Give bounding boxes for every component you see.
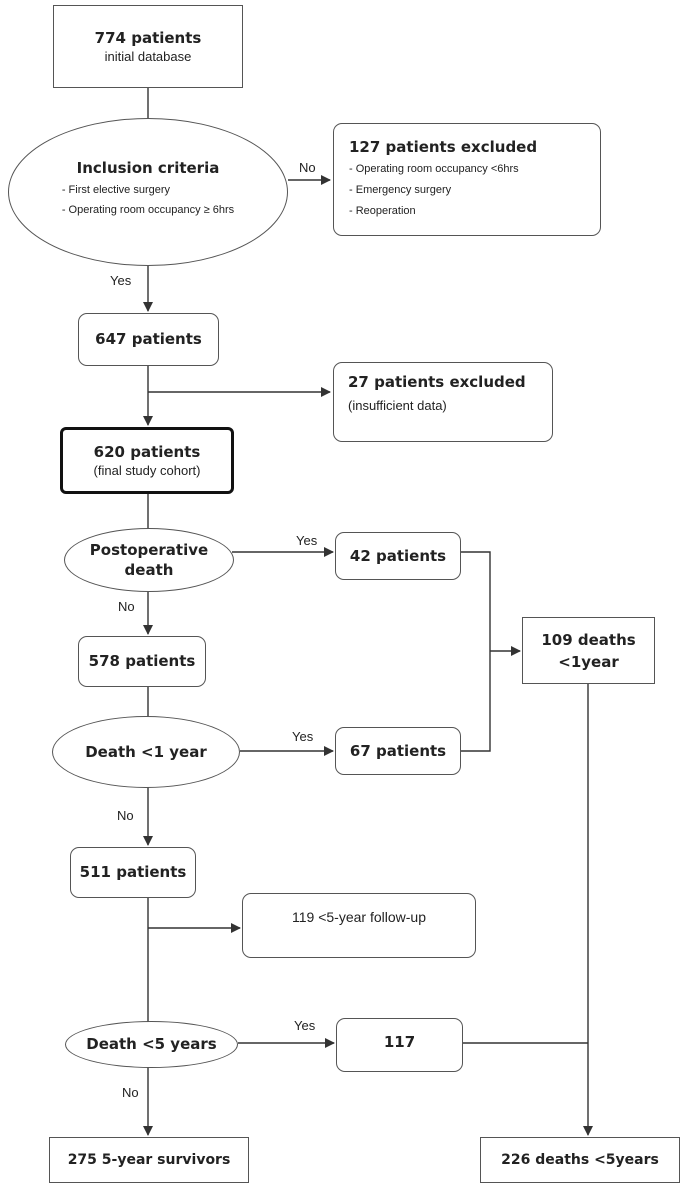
node-title: Postoperative death [89, 541, 209, 579]
node-title: 67 patients [349, 741, 447, 760]
node-275-survivors: 275 5-year survivors [49, 1137, 249, 1183]
node-title: 27 patients excluded [348, 373, 526, 391]
node-67-patients: 67 patients [335, 727, 461, 775]
node-620-patients: 620 patients (final study cohort) [60, 427, 234, 494]
node-title: Death <1 year [85, 742, 207, 761]
node-subtitle: (insufficient data) [348, 398, 447, 413]
label-yes: Yes [294, 1018, 316, 1033]
node-title: 511 patients [79, 863, 187, 881]
node-title: 109 deaths <1year [541, 630, 636, 671]
node-119-followup: 119 <5-year follow-up [242, 893, 476, 958]
node-title: Death <5 years [86, 1035, 217, 1053]
node-774-patients: 774 patients initial database [53, 5, 243, 88]
exclusion-item: Operating room occupancy <6hrs [349, 159, 600, 180]
node-title: 226 deaths <5years [501, 1151, 659, 1168]
node-subtitle: (final study cohort) [93, 462, 201, 478]
node-title: 42 patients [349, 546, 447, 565]
node-127-excluded: 127 patients excluded Operating room occ… [333, 123, 601, 236]
label-yes: Yes [292, 729, 314, 744]
node-title: Inclusion criteria [76, 158, 220, 177]
node-postoperative-death: Postoperative death [64, 528, 234, 592]
label-no: No [118, 599, 135, 614]
inclusion-list: First elective surgery Operating room oc… [62, 180, 235, 220]
node-title: 620 patients [93, 442, 201, 461]
node-117: 117 [336, 1018, 463, 1072]
node-title: 647 patients [95, 330, 202, 348]
node-inclusion-criteria: Inclusion criteria First elective surger… [8, 118, 288, 266]
inclusion-item: Operating room occupancy ≥ 6hrs [62, 200, 235, 220]
node-647-patients: 647 patients [78, 313, 219, 366]
label-yes: Yes [110, 273, 132, 288]
node-226-deaths: 226 deaths <5years [480, 1137, 680, 1183]
node-title: 117 [383, 1033, 416, 1051]
label-yes: Yes [296, 533, 318, 548]
node-title: 275 5-year survivors [67, 1151, 231, 1168]
node-death-1-year: Death <1 year [52, 716, 240, 788]
label-no: No [299, 160, 316, 175]
node-511-patients: 511 patients [70, 847, 196, 898]
label-no: No [117, 808, 134, 823]
node-title: 127 patients excluded [349, 138, 538, 156]
label-no: No [122, 1085, 139, 1100]
node-title: 119 <5-year follow-up [292, 909, 426, 925]
node-subtitle: initial database [104, 48, 192, 64]
node-title: 578 patients [88, 652, 196, 670]
edge-42-67-join [461, 551, 491, 752]
node-42-patients: 42 patients [335, 532, 461, 580]
node-578-patients: 578 patients [78, 636, 206, 687]
inclusion-item: First elective surgery [62, 180, 234, 200]
node-109-deaths: 109 deaths <1year [522, 617, 655, 684]
exclusion-item: Reoperation [349, 201, 600, 222]
node-death-5-years: Death <5 years [65, 1021, 238, 1068]
exclusion-list: Operating room occupancy <6hrs Emergency… [349, 159, 600, 222]
exclusion-item: Emergency surgery [349, 180, 600, 201]
node-27-excluded: 27 patients excluded (insufficient data) [333, 362, 553, 442]
node-title: 774 patients [94, 28, 202, 47]
